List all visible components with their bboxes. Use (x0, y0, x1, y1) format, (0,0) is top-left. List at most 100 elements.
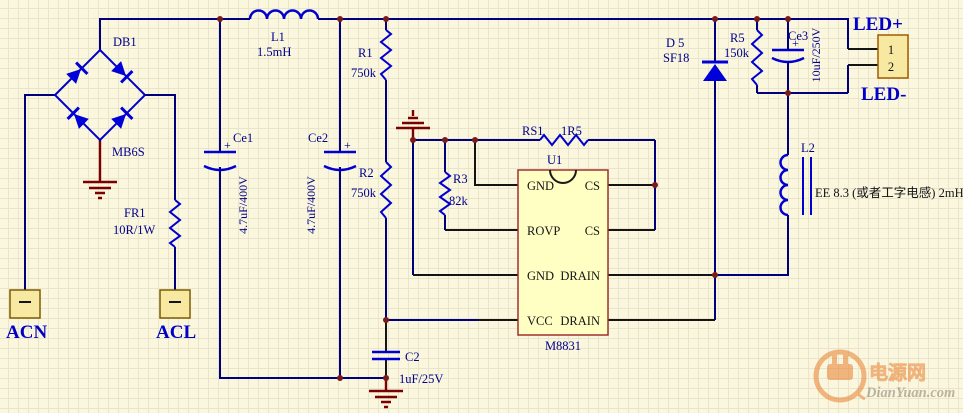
resistor-r2: R2 750k (351, 161, 393, 219)
ce3-ref-label: Ce3 (788, 29, 808, 43)
r2-value-label: 750k (351, 186, 377, 200)
ce2-polarity: + (344, 138, 351, 152)
resistor-r1: R1 750k (351, 29, 393, 81)
ic-u1: U1 GND ROVP GND VCC CS CS DRAIN DRAIN M8… (517, 153, 609, 353)
junction-dot (337, 375, 343, 381)
ic-notch (549, 169, 577, 184)
led-box (877, 34, 909, 79)
u1-pin-gnd3: GND (527, 269, 554, 283)
d5-triangle (703, 64, 727, 81)
watermark-dianyuan: 电源网 DianYuan.com (813, 349, 955, 403)
ce2-value-label: 4.7uF/400V (304, 176, 318, 234)
r1-zigzag (379, 29, 393, 81)
junction-dot (442, 137, 448, 143)
fr1-zigzag (168, 199, 182, 248)
u1-pin-cs1: CS (585, 179, 600, 193)
acn-box (9, 289, 41, 319)
junction-dot (785, 90, 791, 96)
wires (24, 18, 849, 379)
connector-led: 1 2 LED+ LED- (853, 14, 909, 105)
acl-box (159, 289, 191, 319)
r5-zigzag (750, 29, 764, 86)
c2-plates (372, 350, 400, 361)
led-pin2-number: 2 (888, 60, 894, 74)
l1-coil (248, 9, 320, 20)
r1-ref-label: R1 (358, 46, 373, 60)
u1-ref-label: U1 (547, 153, 562, 167)
d5-ref-label: D 5 (666, 36, 684, 50)
fr1-ref-label: FR1 (124, 206, 146, 220)
junction-dot (383, 317, 389, 323)
u1-pin-cs2: CS (585, 224, 600, 238)
bridge-diamond (53, 48, 147, 142)
ce1-plates (203, 150, 237, 172)
ce2-plates (323, 150, 357, 172)
watermark-ring (813, 349, 867, 403)
u1-pin-rovp: ROVP (527, 224, 560, 238)
c2-ref-label: C2 (405, 350, 420, 364)
diode-d5: D 5 SF18 (663, 36, 728, 81)
wire-acn-branch (24, 94, 55, 290)
ce2-ref-label: Ce2 (308, 131, 328, 145)
wire-top-rail-right (318, 18, 849, 49)
junction-dot (472, 137, 478, 143)
led-plus-label: LED+ (853, 14, 903, 35)
ce3-polarity: + (792, 36, 799, 50)
capacitor-ce2: + Ce2 4.7uF/400V (304, 131, 357, 234)
r5-value-label: 150k (724, 46, 750, 60)
u1-pin-drain4: DRAIN (560, 314, 600, 328)
connector-acn: ACN (6, 289, 47, 343)
resistor-r3: R3 82k (438, 171, 469, 216)
ground-bridge (83, 140, 117, 200)
rs1-ref-label: RS1 (522, 124, 544, 138)
led-minus-label: LED- (861, 84, 906, 105)
ic-body (517, 169, 609, 336)
inductor-l2: L2 EE 8.3 (或者工字电感) 2mH (779, 141, 963, 217)
c2-value-label: 1uF/25V (399, 372, 443, 386)
r1-value-label: 750k (351, 66, 377, 80)
fuse-resistor-fr1: FR1 10R/1W (113, 199, 182, 248)
wire-top-rail-left (99, 18, 250, 50)
ce3-plates (771, 48, 805, 64)
l2-coil (779, 153, 789, 217)
ground-mid (396, 110, 430, 140)
junction-dot (712, 16, 718, 22)
connector-acl: ACL (156, 289, 196, 343)
inductor-l1: L1 1.5mH (248, 9, 320, 59)
resistor-rs1: RS1 1R5 (522, 124, 589, 147)
rs1-zigzag (539, 133, 589, 147)
rs1-value-label: 1R5 (561, 124, 582, 138)
l2-value-label: EE 8.3 (或者工字电感) 2mH (815, 185, 963, 200)
ground-symbols (83, 110, 430, 409)
db1-part-label: MB6S (112, 145, 145, 159)
plug-icon (827, 353, 866, 401)
r2-ref-label: R2 (359, 166, 374, 180)
ce1-polarity: + (224, 138, 231, 152)
r3-zigzag (438, 171, 452, 216)
junction-dot (383, 375, 389, 381)
acl-label: ACL (156, 322, 196, 343)
pin-wires (385, 48, 878, 378)
ce1-value-label: 4.7uF/400V (236, 176, 250, 234)
r3-value-label: 82k (449, 194, 469, 208)
junction-dot (785, 16, 791, 22)
u1-pin-drain3: DRAIN (560, 269, 600, 283)
ground-c2 (369, 378, 403, 409)
resistor-r5: R5 150k (724, 29, 764, 86)
ce3-value-label: 10uF/250V (809, 27, 823, 82)
watermark-en-text: DianYuan.com (865, 385, 955, 401)
junction-dot (410, 137, 416, 143)
stub-u1-gnd1 (474, 140, 518, 186)
junction-dot (217, 16, 223, 22)
d5-part-label: SF18 (663, 51, 689, 65)
l2-core-lines (802, 157, 812, 215)
capacitor-c2: C2 1uF/25V (372, 350, 443, 386)
bridge-rectifier-db1: DB1 MB6S (53, 35, 147, 159)
acn-label: ACN (6, 322, 47, 343)
l2-ref-label: L2 (801, 141, 815, 155)
wire-ce1-column-bottom-rail (219, 19, 386, 379)
u1-pin-gnd1: GND (527, 179, 554, 193)
l1-value-label: 1.5mH (257, 45, 291, 59)
ce1-ref-label: Ce1 (233, 131, 253, 145)
wire-acl-branch (145, 94, 176, 290)
